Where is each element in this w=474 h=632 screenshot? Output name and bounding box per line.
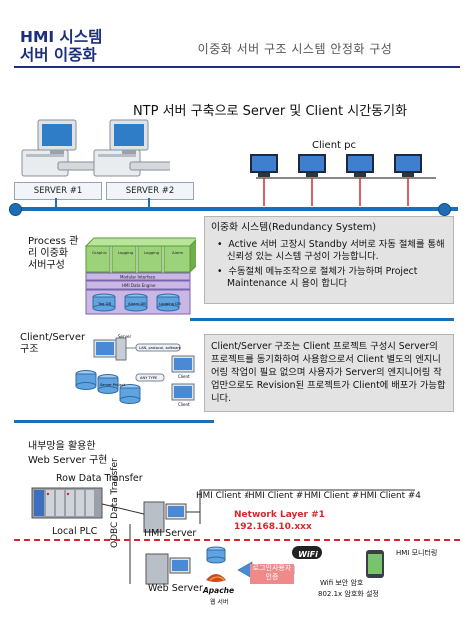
db-label-1: Tag DB [97, 301, 112, 306]
server-2-computer-icon [93, 119, 170, 177]
title-line-1: HMI 시스템 [20, 28, 103, 46]
title-line-2: 서버 이중화 [20, 46, 97, 64]
cs-label-server-project: Server Project [100, 383, 126, 387]
wifi-label: WiFi [298, 550, 318, 559]
hmi-client-2-label: HMI Client #2 [248, 491, 309, 501]
any-type-pill [135, 373, 165, 382]
hmi-client-1-label: HMI Client #1 [196, 491, 257, 501]
engine-blocks [84, 237, 196, 274]
wifi-security-line-2: 802.1x 암호화 설정 [318, 590, 379, 598]
project-cylinders [75, 370, 141, 404]
bus-node-left [9, 203, 22, 216]
client-monitor-icon-top [171, 355, 195, 373]
redundancy-panel: 이중화 시스템(Redundancy System) • Active 서버 고… [204, 216, 454, 304]
db-label-3: Logging DB [159, 301, 181, 306]
server-1-computer-icon [21, 119, 101, 177]
bus-node-right [438, 203, 451, 216]
modular-interface-label: Modular Interface [120, 275, 156, 280]
wifi-icon [292, 546, 322, 559]
web-server-label: Web Server [148, 583, 203, 594]
ntp-heading: NTP 서버 구축으로 Server 및 Client 시간동기화 [132, 104, 408, 119]
hmi-server-label: HMI Server [144, 528, 197, 539]
web-side-label: 내부망을 활용한 Web Server 구현 [28, 441, 108, 466]
hmi-client-3-label: HMI Client #3 [304, 491, 365, 501]
client-pc-4-icon [394, 154, 422, 206]
client-pc-group [250, 154, 436, 206]
modular-interface-bar [85, 272, 191, 281]
row-data-transfer-label: Row Data Transfer [56, 473, 143, 484]
data-engine-bar [85, 280, 191, 290]
server-computers [21, 119, 170, 177]
cs-label-any-type: ANY TYPE [140, 376, 158, 380]
client-monitor-icon-bottom [171, 383, 195, 401]
cs-label-lan: LAN, protocol, software [139, 346, 182, 350]
hmi-client-4-label: HMI Client #4 [360, 491, 421, 501]
engine-label-4: Alarm [172, 250, 183, 255]
redundancy-architecture-diagram: Graphic Logging Logging Alarm Modular In… [84, 237, 196, 315]
web-architecture-diagram [31, 487, 415, 585]
redundancy-bullet-1: • Active 서버 고장시 Standby 서버로 자동 절체를 통해 신뢰… [217, 238, 445, 263]
redundancy-panel-title: 이중화 시스템(Redundancy System) [211, 222, 377, 233]
database-icon [206, 546, 226, 564]
wifi-security-line-1: Wifi 보안 암호 [320, 579, 364, 587]
network-boundary-line [14, 539, 460, 541]
client-server-panel-text: Client/Server 구조는 Client 프로젝트 구성시 Server… [211, 341, 446, 404]
apache-logo-icon [206, 574, 226, 582]
client-pc-3-icon [346, 154, 374, 206]
network-ip-label: 192.168.10.xxx [234, 522, 312, 532]
page-subtitle: 이중화 서버 구조 시스템 안정화 구성 [197, 42, 393, 56]
title-divider [14, 66, 460, 68]
cs-label-client-1: Client [178, 374, 190, 379]
server-1-label: SERVER #1 [14, 182, 102, 200]
section-divider-1 [190, 318, 454, 321]
hmi-server-icon [143, 501, 187, 533]
apache-label: Apache [203, 586, 235, 595]
cs-label-client-2: Client [178, 402, 190, 407]
network-layer-label: Network Layer #1 [234, 510, 325, 520]
client-pc-1-icon [250, 154, 278, 206]
db-label-2: Alarm DB [128, 301, 146, 306]
client-server-diagram: Server LAN, protocol, software Client AN… [75, 334, 195, 407]
plc-icon [31, 487, 103, 519]
mobile-phone-icon [366, 550, 384, 578]
network-bus [14, 207, 458, 211]
server-2-link [148, 198, 150, 210]
apache-sub-label: 웹 서버 [210, 599, 229, 606]
server-pc-icon [93, 337, 127, 361]
redundancy-side-label: Process 관 리 이중화 서버구성 [28, 236, 79, 271]
client-server-side-label: Client/Server 구조 [20, 332, 86, 355]
login-auth-box: 로그인사용자 인증 [250, 564, 294, 584]
client-pc-label: Client pc [312, 140, 356, 151]
engine-label-2: Logging [118, 250, 134, 255]
data-engine-label: HMI Data Engine [122, 283, 156, 288]
cs-label-server: Server [118, 334, 131, 339]
web-server-icon [145, 553, 191, 585]
server-2-label: SERVER #2 [106, 182, 194, 200]
client-server-panel: Client/Server 구조는 Client 프로젝트 구성시 Server… [204, 334, 454, 412]
redundancy-bullet-2: • 수동절체 메뉴조작으로 절체가 가능하며 Project Maintenan… [217, 265, 418, 290]
lan-protocol-pill [135, 343, 181, 352]
server-1-link [55, 198, 57, 210]
odbc-label: ODBC Data Transfer [110, 458, 120, 548]
hmi-monitoring-label: HMI 모니터링 [396, 549, 438, 557]
engine-label-1: Graphic [92, 250, 107, 255]
client-pc-2-icon [298, 154, 326, 206]
section-divider-2 [14, 420, 214, 423]
engine-label-3: Logging [144, 250, 160, 255]
database-cylinders [92, 293, 180, 312]
page-title: HMI 시스템 서버 이중화 [20, 28, 102, 64]
local-plc-label: Local PLC [52, 526, 98, 537]
